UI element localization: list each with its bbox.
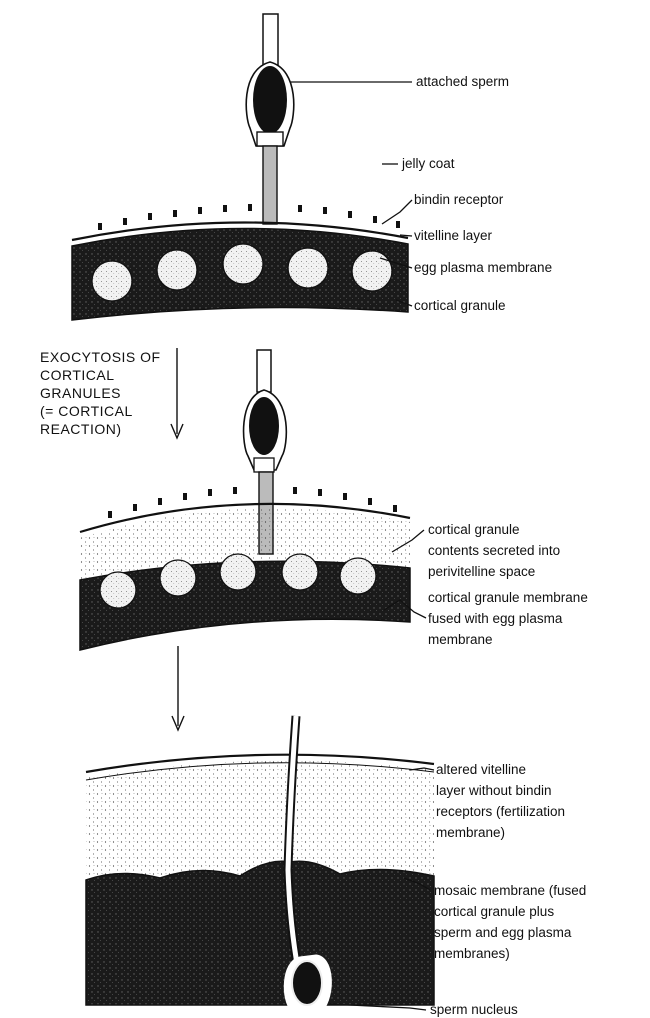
label-mosaic-4: membranes) xyxy=(434,946,510,961)
label-egg-plasma-membrane: egg plasma membrane xyxy=(414,260,552,275)
acrosomal-process xyxy=(263,146,277,224)
step-1-line-1: EXOCYTOSIS OF xyxy=(40,349,161,365)
step-1-line-3: GRANULES xyxy=(40,385,121,401)
label-altered-4: membrane) xyxy=(436,825,505,840)
panel-1: attached sperm jelly coat bindin recepto… xyxy=(72,14,552,320)
label-mosaic-2: cortical granule plus xyxy=(434,904,554,919)
label-fused-3: membrane xyxy=(428,632,493,647)
attached-sperm-head xyxy=(246,62,294,146)
label-sperm-nucleus: sperm nucleus xyxy=(430,1002,518,1017)
down-arrow-1 xyxy=(171,348,183,438)
label-altered-3: receptors (fertilization xyxy=(436,804,565,819)
label-secreted-2: contents secreted into xyxy=(428,543,560,558)
label-secreted-1: cortical granule xyxy=(428,522,520,537)
label-fused-2: fused with egg plasma xyxy=(428,611,563,626)
label-secreted-3: perivitelline space xyxy=(428,564,535,579)
label-mosaic-1: mosaic membrane (fused xyxy=(434,883,586,898)
label-fused-1: cortical granule membrane xyxy=(428,590,588,605)
sperm-head-2 xyxy=(244,390,287,472)
label-jelly-coat: jelly coat xyxy=(401,156,455,171)
label-attached-sperm: attached sperm xyxy=(416,74,509,89)
step-1: EXOCYTOSIS OF CORTICAL GRANULES (= CORTI… xyxy=(40,348,183,438)
step-1-line-2: CORTICAL xyxy=(40,367,115,383)
sperm-tail-2 xyxy=(257,350,271,392)
panel-2: cortical granule contents secreted into … xyxy=(80,350,588,650)
label-altered-1: altered vitelline xyxy=(436,762,526,777)
perivitelline-space-3 xyxy=(86,761,434,878)
label-mosaic-3: sperm and egg plasma xyxy=(434,925,572,940)
sperm-tail-top xyxy=(263,14,278,66)
label-bindin-receptor: bindin receptor xyxy=(414,192,504,207)
step-1-line-5: REACTION) xyxy=(40,421,122,437)
step-1-line-4: (= CORTICAL xyxy=(40,403,133,419)
sperm-nucleus xyxy=(285,956,330,1010)
panel-3: altered vitelline layer without bindin r… xyxy=(86,716,586,1017)
label-cortical-granule: cortical granule xyxy=(414,298,506,313)
bindin-receptors xyxy=(100,204,398,230)
label-vitelline-layer: vitelline layer xyxy=(414,228,493,243)
down-arrow-2 xyxy=(172,646,184,730)
label-altered-2: layer without bindin xyxy=(436,783,552,798)
egg-cortex-3 xyxy=(86,861,434,1005)
